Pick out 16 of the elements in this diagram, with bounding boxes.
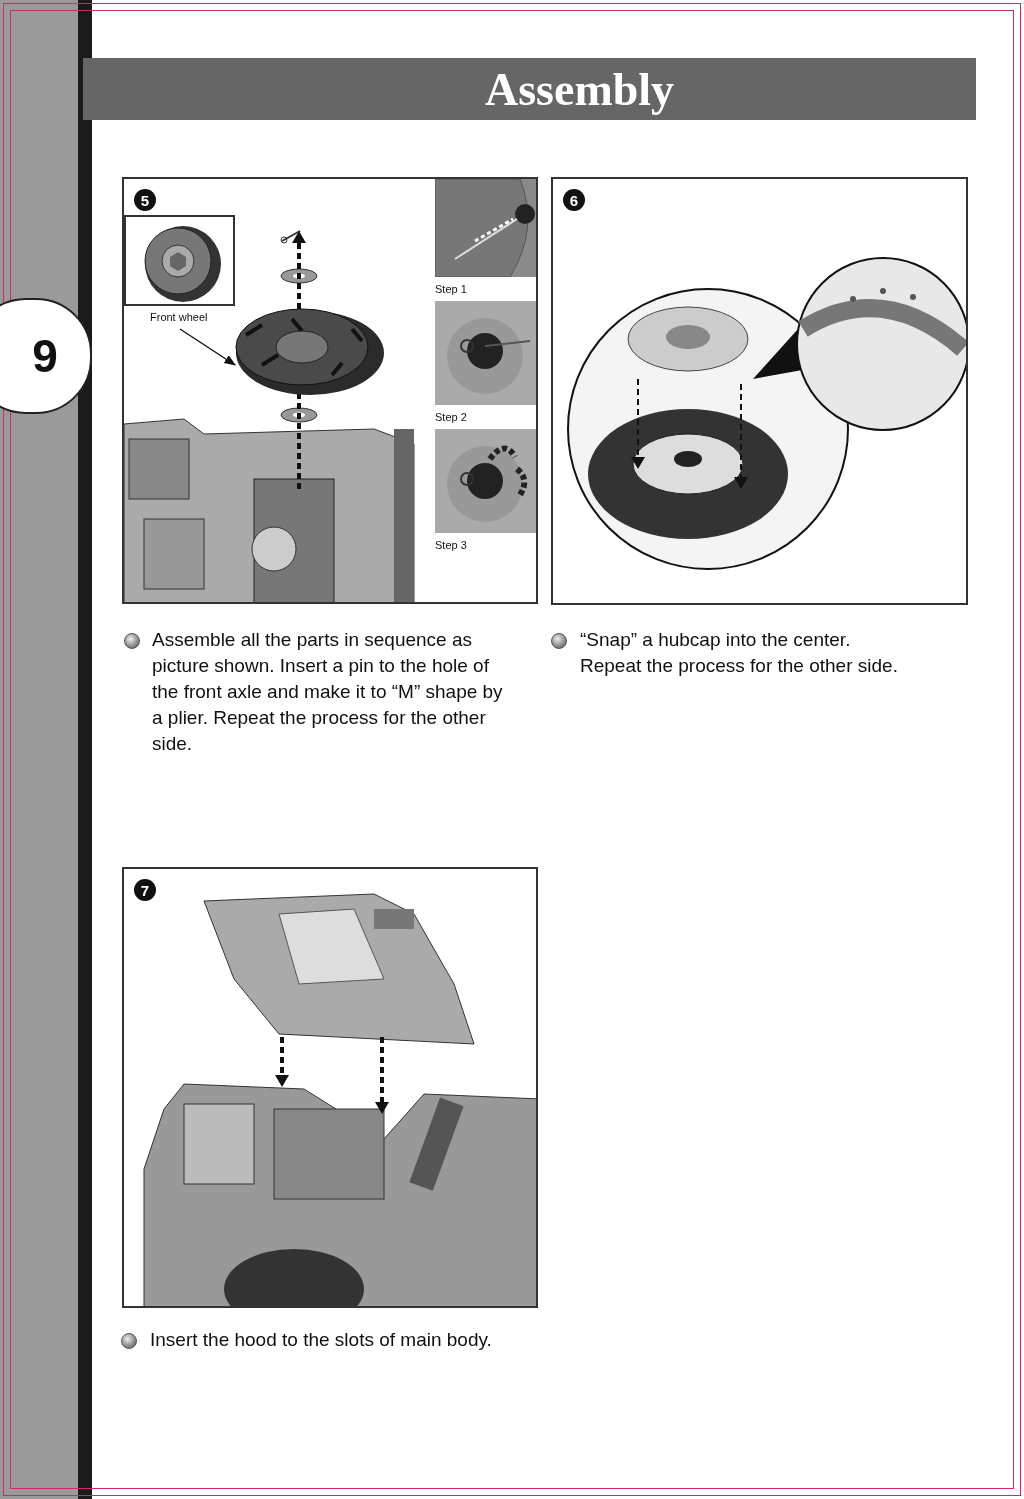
step-number: 7 [134, 879, 156, 901]
step-number: 5 [134, 189, 156, 211]
step-panel [551, 177, 968, 605]
instruction-text: Insert the hood to the slots of main body. [150, 1328, 493, 1352]
step-number: 6 [563, 189, 585, 211]
part-label: Front wheel [150, 311, 208, 323]
leader-arrow [179, 328, 236, 366]
step-caption: Step 1 [435, 283, 467, 295]
step-caption: Step 3 [435, 539, 467, 551]
step-caption: Step 2 [435, 411, 467, 423]
instruction-text: “Snap” a hubcap into the center. Repeat the process for the other side. [580, 628, 898, 678]
step-panel [122, 177, 538, 604]
instruction-text: Assemble all the parts in sequence as picture shown. Insert a pin to the hole of the front axle and make it to “M” shape by a plier. Repeat the process for the other side. [152, 628, 504, 756]
step-panel [122, 867, 538, 1308]
title: Assembly [484, 62, 675, 116]
page-number: 9 [32, 329, 58, 383]
